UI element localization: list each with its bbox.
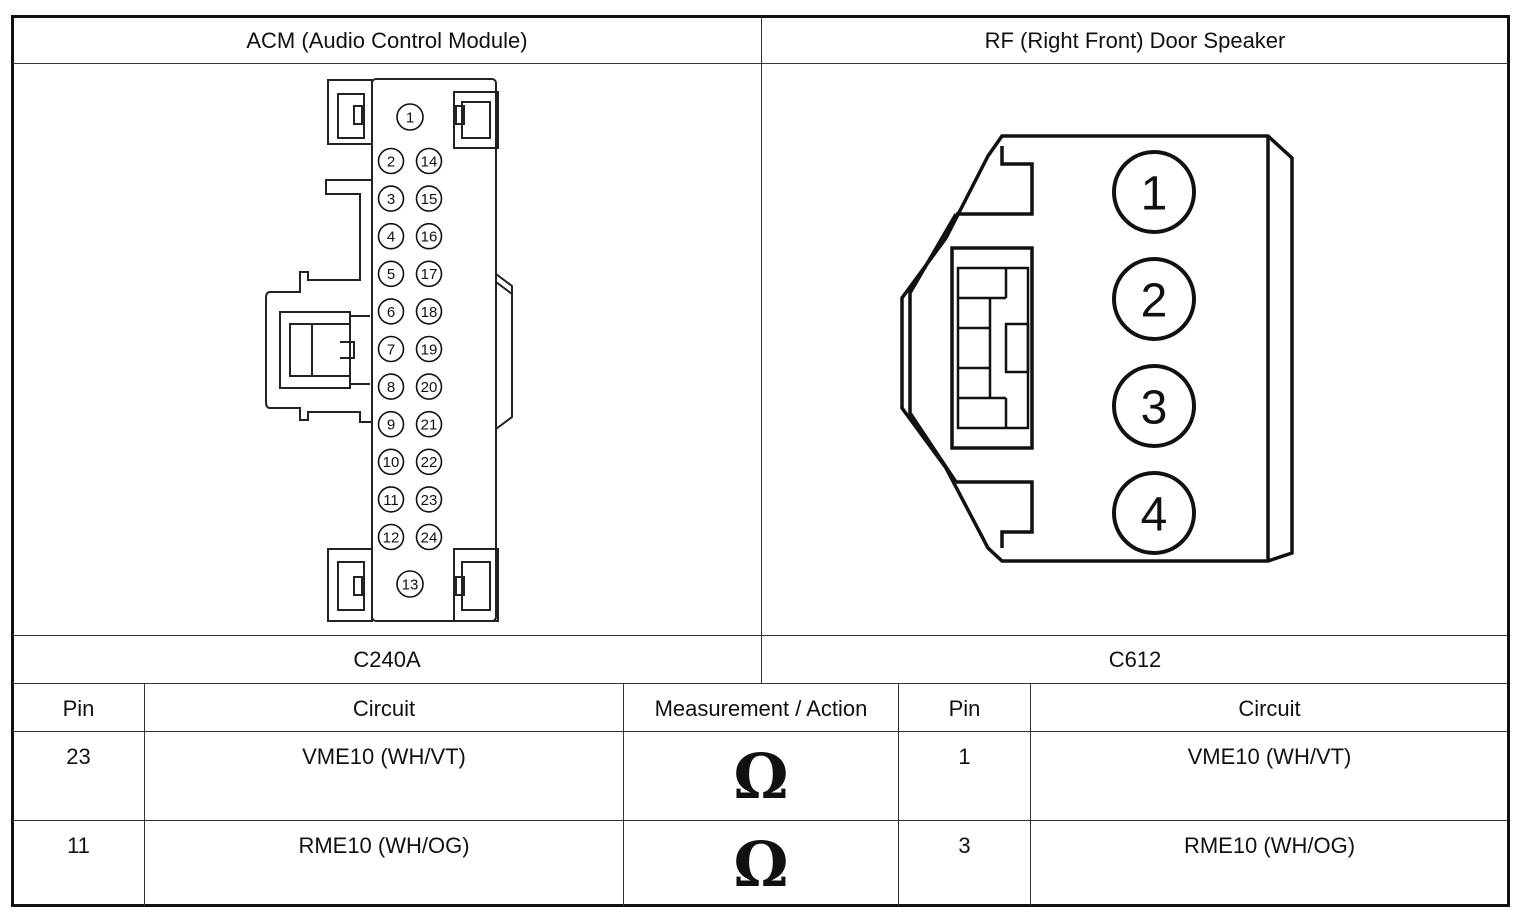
rf-pin-label: 4 — [1141, 488, 1168, 541]
rf-speaker-connector-title: RF (Right Front) Door Speaker — [984, 28, 1286, 53]
acm-pin-label: 15 — [421, 191, 438, 208]
acm-pin: 4 — [377, 222, 405, 250]
acm-pin-label: 21 — [421, 417, 438, 434]
row-1-ohm-measurement-icon: Ω — [733, 740, 789, 813]
rf-pin-label: 3 — [1141, 381, 1168, 434]
acm-pin: 24 — [415, 523, 443, 551]
acm-pin-label: 13 — [402, 576, 419, 593]
rule — [898, 684, 899, 906]
acm-pin: 6 — [377, 298, 405, 325]
header-pin-a: Pin — [62, 696, 95, 721]
header-circuit-b: Circuit — [1238, 696, 1301, 721]
acm-pin: 21 — [415, 410, 443, 438]
rule — [13, 731, 1508, 732]
acm-pin: 11 — [377, 486, 405, 513]
acm-pin: 5 — [377, 260, 405, 288]
acm-pin: 22 — [415, 448, 443, 476]
acm-pin-label: 16 — [421, 229, 438, 246]
acm-pin-label: 6 — [387, 304, 395, 321]
acm-connector-title: ACM (Audio Control Module) — [246, 28, 528, 53]
rule — [1030, 684, 1031, 906]
rule — [13, 820, 1508, 821]
row-1-pin-a: 23 — [66, 744, 91, 769]
header-circuit-a: Circuit — [352, 696, 416, 721]
acm-pin-label: 11 — [383, 492, 399, 509]
rule — [13, 635, 1508, 636]
acm-pin: 15 — [415, 185, 443, 212]
acm-pin: 3 — [377, 185, 405, 212]
acm-pin: 20 — [415, 373, 443, 400]
rule — [761, 17, 762, 683]
rule — [144, 684, 145, 906]
acm-pin: 18 — [415, 298, 443, 325]
rule — [623, 684, 624, 906]
acm-pin: 23 — [415, 486, 443, 513]
row-1-circuit-b: VME10 (WH/VT) — [1187, 744, 1352, 769]
rf-pin-label: 1 — [1141, 167, 1168, 220]
rf-pin-label: 2 — [1141, 274, 1168, 327]
row-2-pin-a: 11 — [67, 833, 90, 858]
acm-pin-label: 18 — [421, 304, 438, 321]
acm-pin-label: 5 — [387, 266, 395, 283]
acm-pin: 1 — [396, 103, 424, 131]
acm-pin-label: 7 — [387, 341, 395, 358]
acm-pin: 2 — [377, 147, 405, 175]
rf-speaker-connector-code: C612 — [1108, 647, 1162, 672]
rf-pin: 1 — [1112, 150, 1196, 234]
row-1-pin-b: 1 — [958, 744, 971, 769]
acm-pin-label: 12 — [383, 529, 400, 546]
acm-pin-label: 22 — [421, 454, 438, 471]
acm-connector-code: C240A — [353, 647, 421, 672]
row-2-circuit-b: RME10 (WH/OG) — [1183, 833, 1356, 858]
acm-pin: 12 — [377, 523, 405, 551]
acm-pin: 10 — [377, 448, 405, 476]
acm-pin: 17 — [415, 260, 443, 288]
acm-pin-label: 23 — [421, 492, 438, 509]
rf-pin: 4 — [1112, 471, 1196, 555]
acm-pin-label: 19 — [421, 341, 438, 358]
acm-pin: 7 — [377, 335, 405, 363]
row-1-circuit-a: VME10 (WH/VT) — [302, 744, 466, 769]
acm-pin-label: 4 — [387, 229, 395, 246]
acm-pin: 16 — [415, 222, 443, 250]
rf-pin-circles: 1 2 3 4 — [1112, 150, 1196, 555]
acm-pin-label: 24 — [421, 529, 438, 546]
rf-pin: 2 — [1112, 257, 1196, 341]
acm-pin: 14 — [415, 147, 443, 175]
acm-pin: 9 — [377, 410, 405, 438]
acm-pin-label: 20 — [421, 379, 438, 396]
row-2-ohm-measurement-icon: Ω — [733, 828, 789, 901]
header-measurement-action: Measurement / Action — [654, 696, 868, 721]
acm-pin-label: 14 — [421, 153, 438, 170]
connector-diagram-frame — [11, 15, 1510, 907]
rf-speaker-connector-drawing: 1 2 3 4 — [900, 134, 1294, 563]
acm-pin-label: 9 — [387, 417, 395, 434]
acm-pin-label: 10 — [383, 454, 400, 471]
rule — [13, 63, 1508, 64]
acm-pin-label: 17 — [421, 266, 438, 283]
acm-pin: 8 — [377, 373, 405, 400]
header-pin-b: Pin — [948, 696, 981, 721]
acm-pin: 13 — [396, 570, 424, 598]
row-2-pin-b: 3 — [958, 833, 971, 858]
rf-pin: 3 — [1112, 364, 1196, 448]
rule — [13, 683, 1508, 684]
row-2-circuit-a: RME10 (WH/OG) — [298, 833, 470, 858]
acm-pin-label: 3 — [387, 191, 395, 208]
acm-pin-label: 1 — [406, 109, 414, 126]
acm-pin-label: 2 — [387, 153, 395, 170]
acm-pin-label: 8 — [387, 379, 395, 396]
acm-pin: 19 — [415, 335, 443, 363]
